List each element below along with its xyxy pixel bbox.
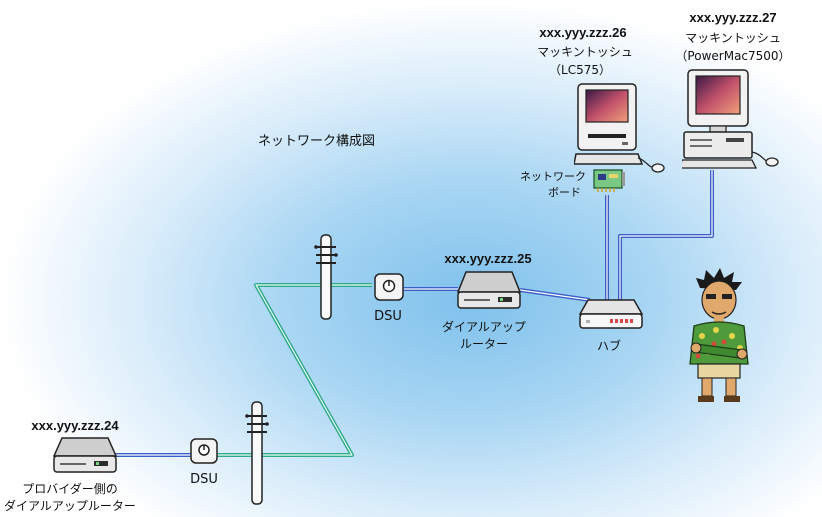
provider-router-address: xxx.yyy.zzz.24 [31, 418, 119, 433]
wan-line [215, 283, 372, 457]
diagram-title: ネットワーク構成図 [258, 134, 376, 149]
mac-pm7500-icon [682, 69, 779, 169]
mac-lc575-icon [574, 83, 665, 173]
mac-lc575-address: xxx.yyy.zzz.26 [539, 25, 627, 40]
provider-router-label-2: ダイアルアップルーター [4, 499, 136, 513]
utility-pole-left-icon [245, 401, 269, 505]
provider-router-icon [52, 437, 118, 473]
network-board-icon [593, 169, 625, 192]
person-figure-icon [689, 268, 749, 402]
mac-pm7500-address: xxx.yyy.zzz.27 [689, 10, 777, 25]
utility-pole-right-icon [314, 234, 338, 320]
dialup-router-address: xxx.yyy.zzz.25 [444, 251, 532, 266]
provider-router-label-1: プロバイダー側の [22, 482, 118, 496]
dialup-router-label-1: ダイアルアップ [442, 320, 526, 334]
network-board-label-2: ボード [548, 186, 581, 199]
dialup-router-icon [456, 271, 522, 309]
mac-lc575-label-2: （LC575） [549, 63, 611, 77]
dsu-left-label: DSU [190, 472, 218, 487]
dsu-right-label: DSU [374, 309, 402, 324]
mac-pm7500-label-2: （PowerMac7500） [675, 49, 791, 63]
hub-label: ハブ [596, 339, 622, 353]
mac-pm7500-label-1: マッキントッシュ [685, 31, 781, 45]
network-board-label-1: ネットワーク [520, 170, 586, 183]
dsu-right-icon [374, 273, 404, 301]
hub-icon [578, 299, 644, 329]
dialup-router-label-2: ルーター [459, 337, 509, 351]
mac-lc575-label-1: マッキントッシュ [537, 45, 633, 59]
dsu-left-icon [190, 438, 218, 464]
